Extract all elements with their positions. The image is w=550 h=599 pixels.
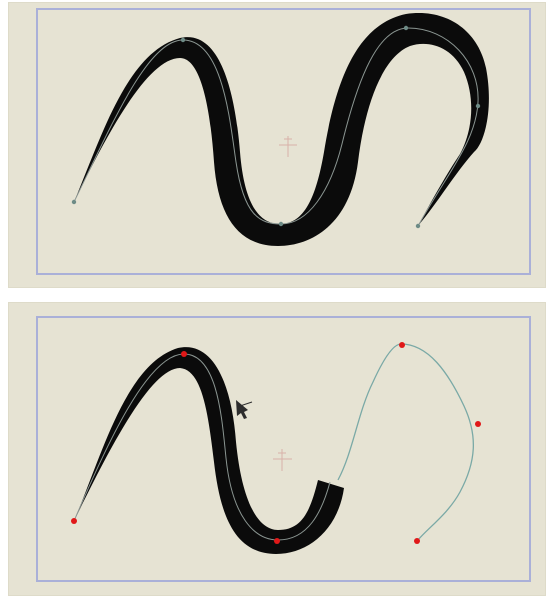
- anchor-point-icon[interactable]: [274, 538, 280, 544]
- anchor-point-icon[interactable]: [180, 37, 186, 43]
- anchor-point-icon[interactable]: [475, 103, 481, 109]
- anchor-point-icon[interactable]: [181, 351, 187, 357]
- anchor-point-icon[interactable]: [475, 421, 481, 427]
- anchor-point-icon[interactable]: [399, 342, 405, 348]
- canvas-frame: [36, 8, 531, 275]
- brush-stroke[interactable]: [74, 13, 489, 247]
- stroke-spine-path: [73, 353, 331, 541]
- anchor-point-icon[interactable]: [71, 199, 77, 205]
- anchor-point-icon[interactable]: [71, 518, 77, 524]
- anchor-point-icon[interactable]: [278, 221, 284, 227]
- stroke-path-line[interactable]: [337, 343, 474, 541]
- anchor-point-icon[interactable]: [415, 223, 421, 229]
- stroke-spine-path: [73, 27, 479, 227]
- viewport-panel-bottom[interactable]: [8, 302, 546, 596]
- anchor-point-icon[interactable]: [414, 538, 420, 544]
- drawing-canvas[interactable]: [8, 302, 546, 596]
- brush-cursor-icon: [236, 400, 253, 419]
- drawing-canvas[interactable]: [8, 2, 546, 288]
- crosshair-icon: [273, 449, 292, 471]
- brush-stroke[interactable]: [74, 347, 344, 554]
- canvas-frame: [36, 316, 531, 582]
- anchor-point-icon[interactable]: [403, 25, 409, 31]
- viewport-panel-top[interactable]: [8, 2, 546, 288]
- crosshair-icon: [279, 136, 297, 157]
